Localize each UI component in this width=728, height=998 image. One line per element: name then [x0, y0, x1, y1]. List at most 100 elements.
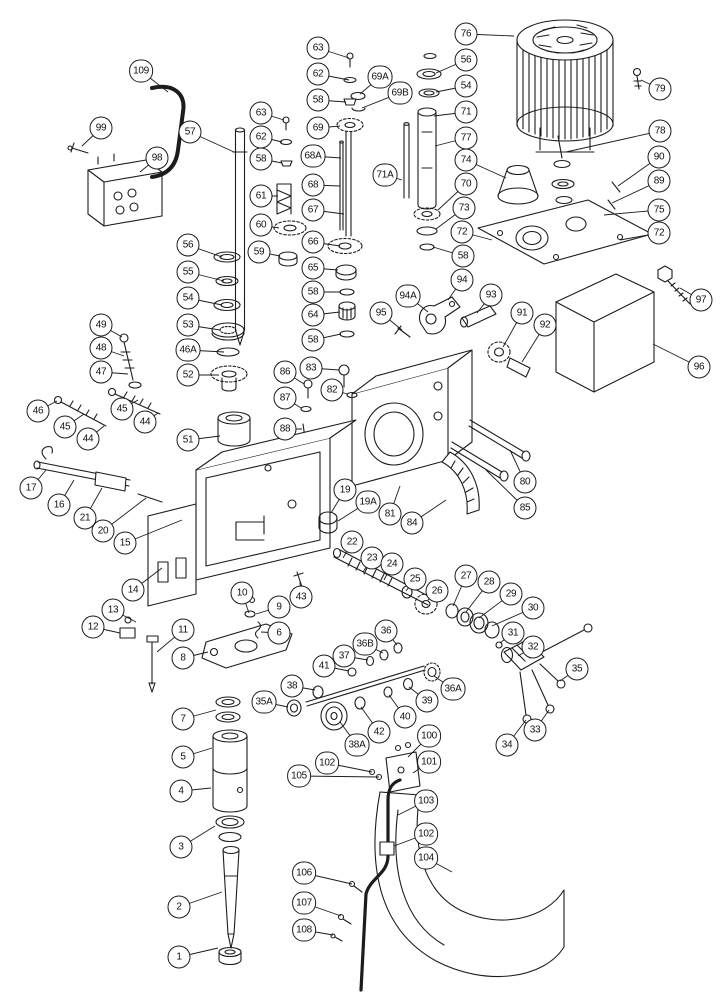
- callout-68: 68: [301, 173, 325, 197]
- callout-83: 83: [299, 356, 323, 380]
- callout-20: 20: [91, 519, 115, 543]
- pinion-shaft-drawing: [286, 642, 441, 731]
- callout-59: 59: [247, 240, 271, 264]
- callout-60: 60: [249, 213, 273, 237]
- callout-81: 81: [378, 502, 402, 526]
- callout-14: 14: [121, 578, 145, 602]
- callout-77: 77: [454, 126, 478, 150]
- callout-95: 95: [369, 301, 393, 325]
- callout-104: 104: [414, 846, 438, 870]
- feed-lever-drawing: [394, 296, 531, 378]
- callout-24: 24: [380, 552, 404, 576]
- callout-62: 62: [249, 125, 273, 149]
- callout-47: 47: [89, 360, 113, 384]
- callout-13: 13: [101, 598, 125, 622]
- callout-54: 54: [454, 74, 478, 98]
- callout-58: 58: [301, 280, 325, 304]
- callout-35: 35: [565, 657, 589, 681]
- callout-33: 33: [523, 718, 547, 742]
- callout-54: 54: [176, 286, 200, 310]
- callout-72: 72: [647, 221, 671, 245]
- callout-72: 72: [450, 220, 474, 244]
- callout-37: 37: [332, 644, 356, 668]
- callout-16: 16: [47, 493, 71, 517]
- callout-108: 108: [292, 918, 316, 942]
- leader-line-105: [298, 775, 380, 778]
- callout-88: 88: [273, 417, 297, 441]
- motor-shaft-parts-drawing: [416, 52, 442, 98]
- callout-65: 65: [301, 256, 325, 280]
- callout-3: 3: [169, 835, 193, 859]
- callout-25: 25: [403, 567, 427, 591]
- callout-38: 38: [280, 674, 304, 698]
- callout-58: 58: [306, 88, 330, 112]
- callout-106: 106: [292, 861, 316, 885]
- callout-76: 76: [454, 22, 478, 46]
- callout-78: 78: [648, 119, 672, 143]
- callout-52: 52: [176, 363, 200, 387]
- callout-42: 42: [367, 720, 391, 744]
- quill-stack-drawing: [212, 696, 248, 966]
- callout-94a: 94A: [395, 284, 421, 308]
- callout-62: 62: [306, 62, 330, 86]
- scale-pointer-drawing: [119, 616, 159, 693]
- callout-4: 4: [169, 779, 193, 803]
- callout-1: 1: [167, 945, 191, 969]
- bolt-97-drawing: [657, 265, 691, 305]
- callout-19: 19: [333, 478, 357, 502]
- callout-34: 34: [495, 733, 519, 757]
- callout-28: 28: [477, 570, 501, 594]
- knob-19-drawing: [318, 511, 338, 534]
- callout-74: 74: [454, 148, 478, 172]
- callout-32: 32: [521, 635, 545, 659]
- callout-94: 94: [450, 268, 474, 292]
- callout-99: 99: [89, 116, 113, 140]
- callout-41: 41: [312, 654, 336, 678]
- callout-36a: 36A: [440, 677, 466, 701]
- callout-19a: 19A: [355, 490, 381, 514]
- screw-79-drawing: [632, 67, 642, 90]
- curved-rack-drawing: [441, 451, 480, 515]
- callout-15: 15: [113, 531, 137, 555]
- callout-44: 44: [76, 427, 100, 451]
- callout-10: 10: [230, 581, 254, 605]
- callout-46: 46: [26, 399, 50, 423]
- callout-69: 69: [306, 116, 330, 140]
- callout-9: 9: [267, 595, 291, 619]
- callout-58: 58: [451, 244, 475, 268]
- callout-26: 26: [425, 579, 449, 603]
- callout-97: 97: [689, 288, 713, 312]
- base-plate-drawing: [477, 135, 653, 265]
- callout-87: 87: [273, 386, 297, 410]
- callout-35a: 35A: [251, 690, 277, 714]
- callout-100: 100: [417, 724, 441, 748]
- callout-27: 27: [454, 564, 478, 588]
- motor-drawing: [516, 19, 614, 153]
- callout-109: 109: [129, 59, 153, 83]
- callout-12: 12: [81, 615, 105, 639]
- callout-82: 82: [320, 378, 344, 402]
- callout-61: 61: [249, 184, 273, 208]
- callout-91: 91: [510, 301, 534, 325]
- callout-58: 58: [301, 328, 325, 352]
- block-96-drawing: [555, 273, 655, 393]
- callout-5: 5: [171, 745, 195, 769]
- callout-85: 85: [513, 496, 537, 520]
- callout-49: 49: [89, 313, 113, 337]
- callout-90: 90: [647, 145, 671, 169]
- callout-48: 48: [89, 336, 113, 360]
- callout-80: 80: [513, 470, 537, 494]
- callout-102: 102: [315, 751, 339, 775]
- callout-63: 63: [249, 101, 273, 125]
- callout-31: 31: [501, 621, 525, 645]
- callout-30: 30: [521, 596, 545, 620]
- callout-64: 64: [301, 303, 325, 327]
- callout-92: 92: [533, 313, 557, 337]
- callout-86: 86: [273, 360, 297, 384]
- callout-44: 44: [133, 410, 157, 434]
- callout-56: 56: [454, 48, 478, 72]
- callout-69b: 69B: [387, 81, 413, 105]
- callout-36b: 36B: [352, 632, 378, 656]
- callout-105: 105: [287, 764, 311, 788]
